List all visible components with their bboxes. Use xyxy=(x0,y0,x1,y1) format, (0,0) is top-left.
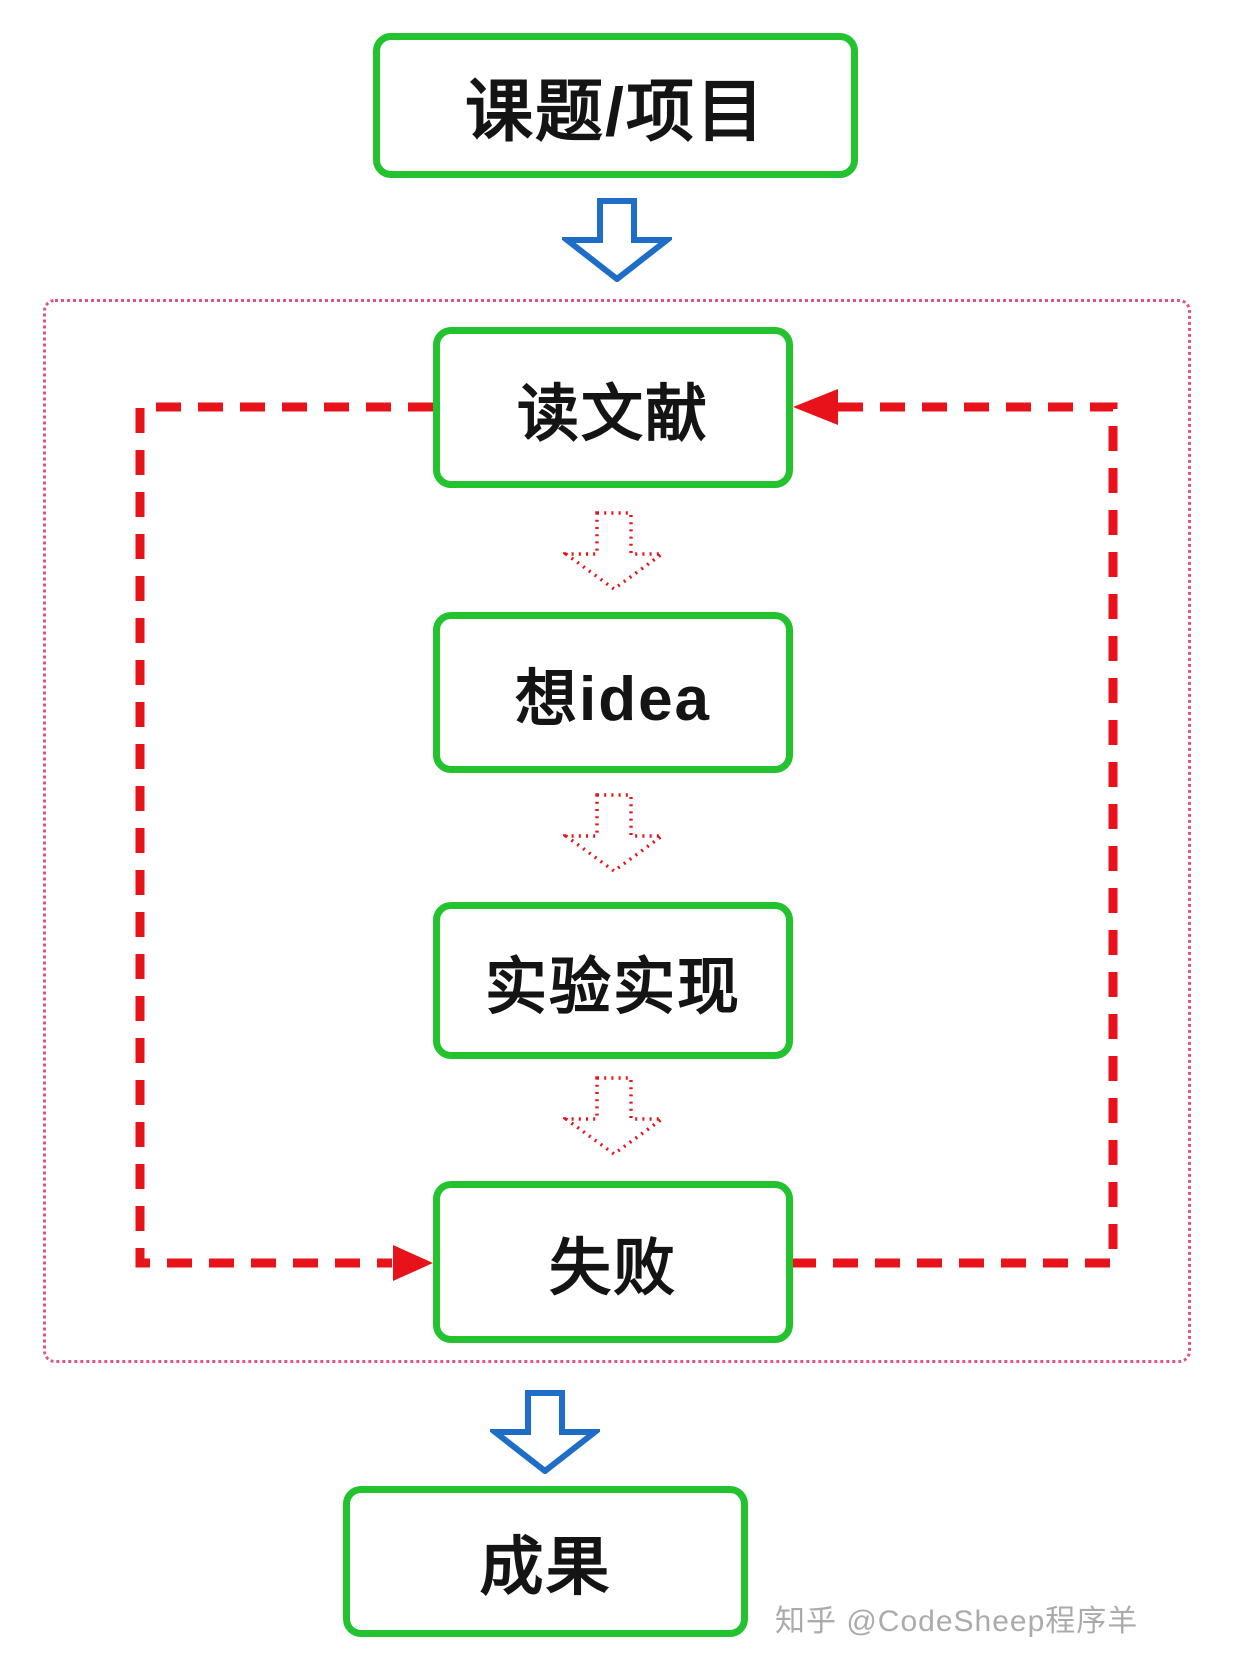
topic-box: 课题/项目 xyxy=(373,33,858,178)
down-arrow-icon xyxy=(562,198,672,282)
experiment-label: 实验实现 xyxy=(484,952,741,1022)
dotted-down-arrow-icon xyxy=(563,1076,665,1157)
dotted-down-arrow-icon xyxy=(563,793,665,874)
iteration-loop-container xyxy=(43,299,1191,1363)
experiment-box: 实验实现 xyxy=(433,902,793,1059)
topic-box-label: 课题/项目 xyxy=(465,74,766,150)
arrowhead-into-read-icon xyxy=(793,389,838,425)
think-idea-box: 想idea xyxy=(433,612,793,773)
down-arrow-icon xyxy=(490,1390,600,1474)
read-literature-box: 读文献 xyxy=(433,327,793,488)
read-literature-label: 读文献 xyxy=(516,379,709,449)
failure-label: 失败 xyxy=(548,1234,677,1303)
result-box: 成果 xyxy=(343,1486,748,1637)
loop-left-dashed-path xyxy=(135,402,433,1268)
dotted-down-arrow-icon xyxy=(563,511,665,592)
arrowhead-into-failure-icon xyxy=(393,1245,433,1281)
result-box-label: 成果 xyxy=(479,1530,612,1603)
watermark: 知乎 @CodeSheep程序羊 xyxy=(775,1605,1139,1638)
loop-right-dashed-path xyxy=(793,402,1118,1268)
think-idea-label: 想idea xyxy=(514,664,712,734)
failure-box: 失败 xyxy=(433,1181,793,1343)
